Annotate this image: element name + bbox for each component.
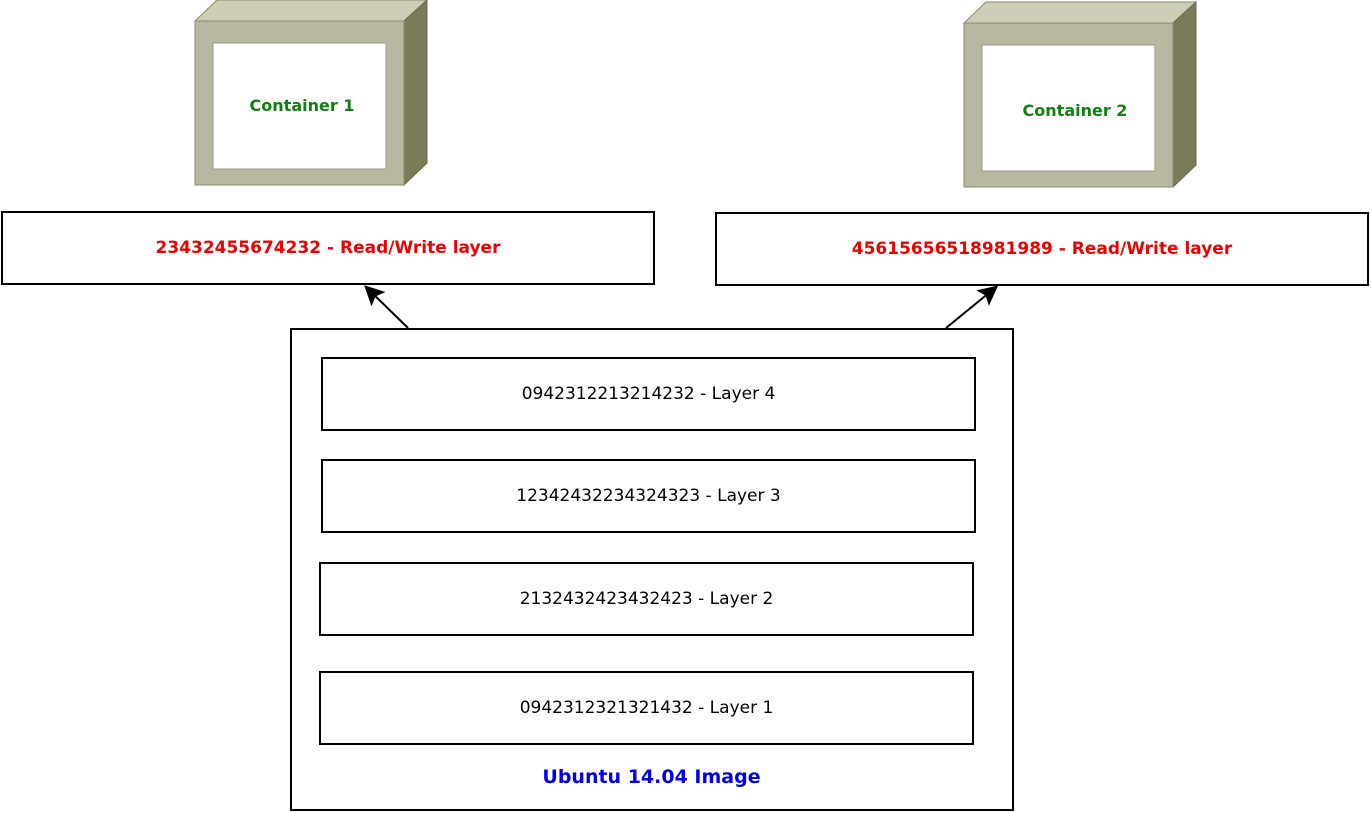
container-1-label: Container 1 [250,96,355,115]
rw-layer-1-box: 23432455674232 - Read/Write layer [1,211,655,285]
image-layer-2: 2132432423432423 - Layer 2 [319,562,974,636]
container-2-top-face [962,1,1198,24]
container-1-screen [212,42,387,170]
rw-layer-2-box: 45615656518981989 - Read/Write layer [715,212,1369,286]
image-layer-1-label: 0942312321321432 - Layer 1 [519,698,774,718]
image-layer-3-label: 12342432234324323 - Layer 3 [516,486,781,506]
image-layer-3: 12342432234324323 - Layer 3 [321,459,976,533]
image-layer-4: 0942312213214232 - Layer 4 [321,357,976,431]
container-2-node: Container 2 [962,0,1198,189]
container-2-screen [981,44,1156,172]
image-layer-1: 0942312321321432 - Layer 1 [319,671,974,745]
rw-layer-1-label: 23432455674232 - Read/Write layer [155,238,501,258]
container-1-top-face [193,0,428,22]
arrow-image-to-rw-layer-2 [945,285,999,329]
image-title: Ubuntu 14.04 Image [542,766,761,788]
container-2-side-face [1172,0,1197,189]
arrow-image-to-rw-layer-1 [364,285,409,329]
rw-layer-2-label: 45615656518981989 - Read/Write layer [851,239,1233,259]
image-layer-2-label: 2132432423432423 - Layer 2 [519,589,774,609]
container-2-label: Container 2 [1023,101,1128,120]
container-1-node: Container 1 [193,0,428,187]
container-1-side-face [403,0,428,187]
image-layer-4-label: 0942312213214232 - Layer 4 [521,384,776,404]
